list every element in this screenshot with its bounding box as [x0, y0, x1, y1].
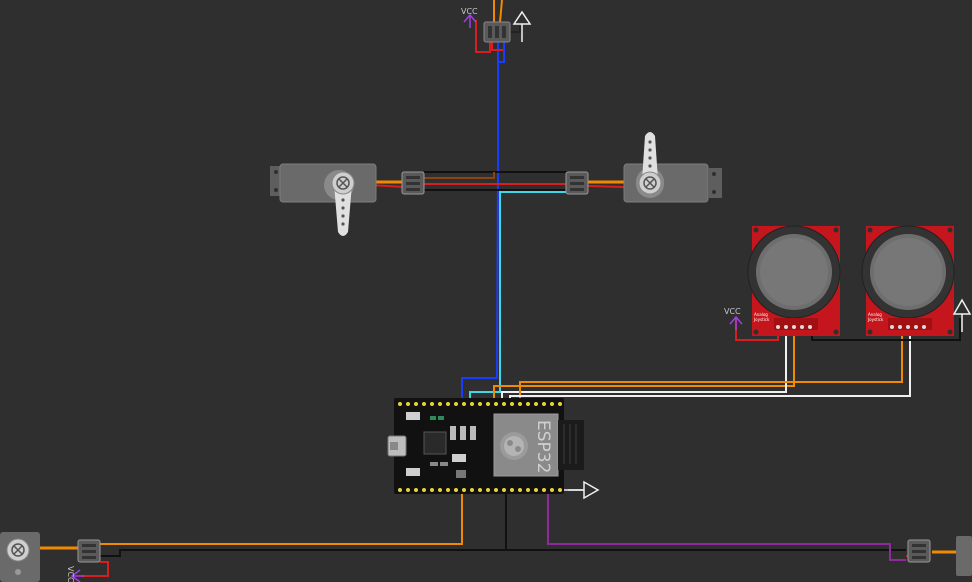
vcc-symbol-bottom: VCC: [66, 566, 84, 582]
servo-left[interactable]: [270, 163, 377, 236]
wire-servo-brown[interactable]: [424, 172, 495, 179]
servo-right-horn: [642, 132, 658, 180]
servo-right-connector[interactable]: [565, 171, 589, 195]
joystick-2-label-line2: Joystick: [867, 317, 884, 322]
ground-symbol-top: [512, 10, 532, 42]
top-connector[interactable]: [483, 21, 511, 43]
joystick-1-label-line1: Analog: [754, 312, 768, 317]
wire-bottom-purple[interactable]: [547, 494, 906, 561]
vcc-symbol-joystick: VCC: [724, 307, 743, 330]
servo-bottom-left[interactable]: [0, 532, 40, 582]
wire-joy-orange-2[interactable]: [519, 330, 903, 402]
servo-bottom-left-connector[interactable]: [77, 539, 101, 563]
esp32-module-label: ESP32: [533, 420, 553, 473]
esp32-top-pins: [398, 402, 562, 406]
ground-symbol-esp32: [568, 480, 600, 500]
vcc-label-top: VCC: [461, 7, 478, 16]
joystick-1[interactable]: Analog Joystick: [747, 225, 841, 336]
wire-servo-red-r[interactable]: [587, 185, 625, 188]
esp32-chip: [423, 431, 447, 455]
wire-cyan[interactable]: [469, 191, 568, 402]
vcc-label-bottom: VCC: [66, 566, 75, 582]
ground-symbol-joystick: [952, 298, 972, 332]
wire-top-blue[interactable]: [461, 40, 499, 402]
wire-servo-black[interactable]: [424, 171, 568, 191]
servo-bottom-right-connector[interactable]: [907, 539, 931, 563]
wire-top-gnd[interactable]: [510, 26, 521, 33]
servo-right[interactable]: [623, 132, 722, 203]
esp32-bottom-pins: [398, 488, 562, 492]
wire-bottom-orange[interactable]: [100, 494, 463, 545]
joystick-2-label-line1: Analog: [868, 312, 882, 317]
servo-left-horn: [334, 184, 352, 236]
esp32-board[interactable]: ESP32: [387, 398, 584, 494]
joystick-2[interactable]: Analog Joystick: [861, 225, 955, 336]
wires: [30, 0, 962, 577]
wire-top-red[interactable]: [475, 20, 491, 53]
wire-top-black[interactable]: [498, 40, 505, 63]
joystick-1-label-line2: Joystick: [753, 317, 770, 322]
servo-bottom-right[interactable]: [956, 536, 972, 576]
wire-bottom-red[interactable]: [82, 561, 109, 577]
wire-joy-white-1[interactable]: [501, 330, 787, 402]
wire-top-orange[interactable]: [493, 0, 503, 23]
vcc-label-joystick: VCC: [724, 307, 741, 316]
servo-left-connector[interactable]: [401, 171, 425, 195]
wire-joy-orange-1[interactable]: [493, 330, 795, 402]
vcc-symbol-top: VCC: [461, 7, 478, 28]
wire-bottom-black[interactable]: [100, 494, 507, 557]
